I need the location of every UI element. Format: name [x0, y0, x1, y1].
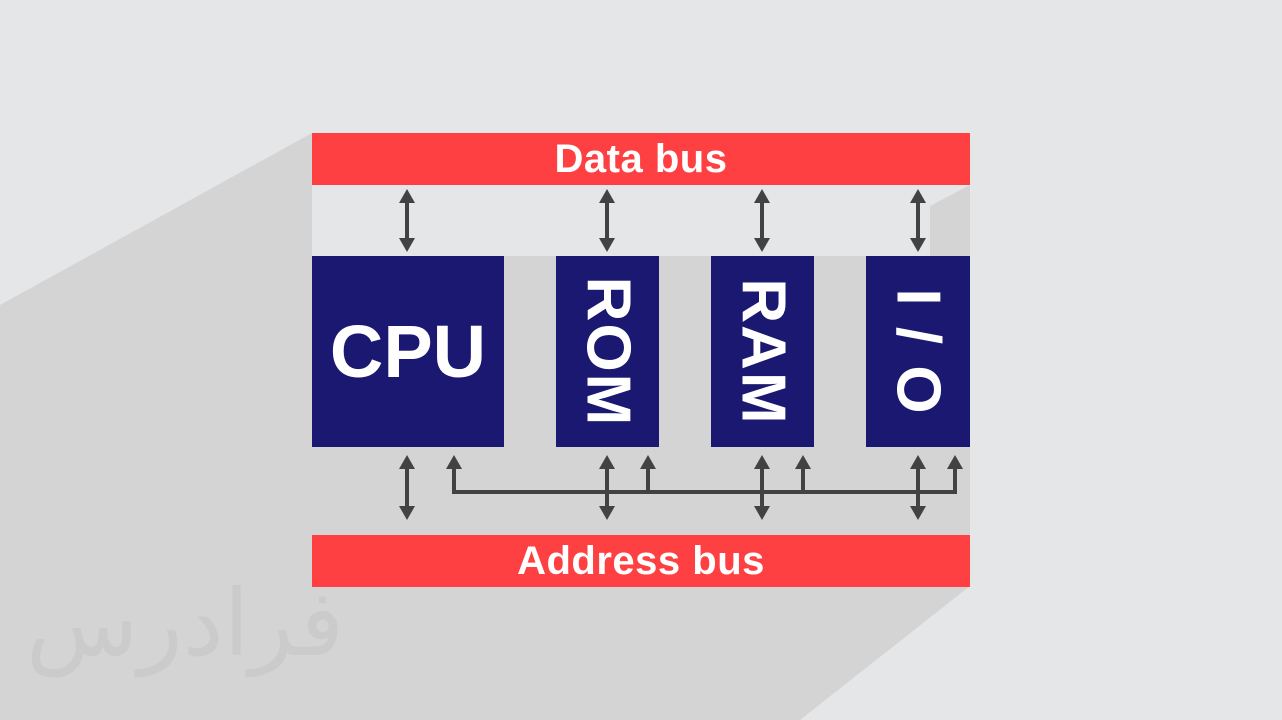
data-bus-arrow-cpu-head-up: [399, 189, 415, 203]
control-arrow-ram-head: [795, 455, 811, 469]
data-bus-arrow-rom-head-up: [599, 189, 615, 203]
data-bus-arrow-io-head-up: [910, 189, 926, 203]
address-bus-arrow-ram-head-down: [754, 506, 770, 520]
control-arrow-rom-head: [640, 455, 656, 469]
cpu-label: CPU: [329, 310, 487, 393]
address-bus-arrow-rom-head-down: [599, 506, 615, 520]
data-bus: Data bus: [312, 133, 970, 185]
rom-label: ROM: [573, 276, 643, 427]
data-bus-arrow-cpu-head-down: [399, 238, 415, 252]
data-bus-label: Data bus: [554, 136, 728, 181]
watermark-logo: فرادرس: [26, 570, 345, 677]
address-bus-arrow-cpu-head-up: [399, 455, 415, 469]
ram-block: RAM: [711, 256, 814, 447]
address-bus-arrow-rom-head-up: [599, 455, 615, 469]
io-label: I / O: [884, 287, 954, 416]
address-bus-arrow-io-head-up: [910, 455, 926, 469]
io-block: I / O: [866, 256, 970, 447]
address-bus-label: Address bus: [517, 538, 765, 583]
data-bus-arrow-rom-head-down: [599, 238, 615, 252]
address-bus-arrow-io-head-down: [910, 506, 926, 520]
data-bus-arrow-io-head-down: [910, 238, 926, 252]
control-arrow-cpu-head: [446, 455, 462, 469]
address-bus: Address bus: [312, 535, 970, 587]
data-bus-arrow-ram-head-up: [754, 189, 770, 203]
cpu-block: CPU: [312, 256, 504, 447]
control-arrow-io-head: [947, 455, 963, 469]
data-bus-arrow-ram-head-down: [754, 238, 770, 252]
rom-block: ROM: [556, 256, 659, 447]
ram-label: RAM: [728, 277, 798, 426]
address-bus-arrow-ram-head-up: [754, 455, 770, 469]
address-bus-arrow-cpu-head-down: [399, 506, 415, 520]
arrows-layer: [399, 189, 963, 520]
